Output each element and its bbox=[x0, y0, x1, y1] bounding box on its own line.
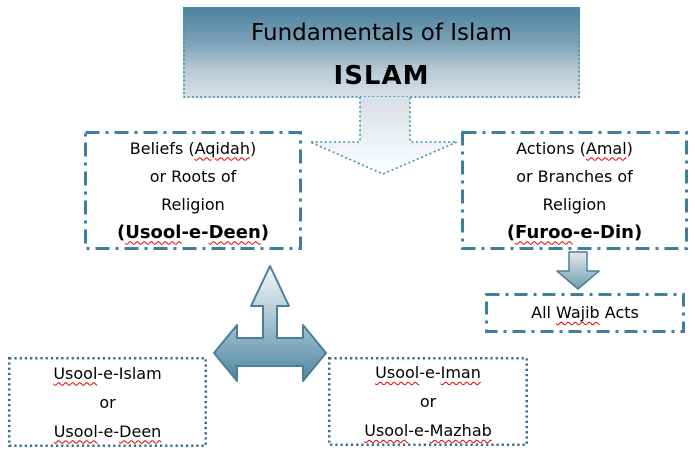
text-segment: Usool bbox=[375, 363, 420, 382]
text-segment: Actions ( bbox=[516, 138, 586, 158]
usool-iman-line-2: or bbox=[420, 387, 436, 416]
actions-line-1: Actions (Amal) bbox=[516, 135, 633, 163]
text-segment: Furoo bbox=[515, 221, 573, 243]
text-segment: Usool bbox=[53, 363, 98, 383]
actions-box: Actions (Amal) or Branches of Religion (… bbox=[461, 131, 688, 250]
text-segment: -e- bbox=[97, 421, 120, 441]
wajib-acts-box: All Wajib Acts bbox=[485, 293, 685, 333]
down-arrow-icon bbox=[309, 97, 458, 175]
beliefs-line-3: Religion bbox=[161, 191, 225, 219]
usool-iman-line-1: Usool-e-Iman bbox=[375, 358, 481, 387]
text-segment: Aqidah bbox=[194, 138, 250, 158]
beliefs-line-4: (Usool-e-Deen) bbox=[117, 219, 269, 247]
text-segment: ) bbox=[626, 138, 633, 158]
actions-line-4: (Furoo-e-Din) bbox=[507, 219, 642, 247]
beliefs-line-2: or Roots of bbox=[150, 163, 237, 191]
text-segment: or Roots of bbox=[149, 166, 237, 186]
text-segment: Religion bbox=[161, 194, 225, 214]
three-way-arrow-icon bbox=[213, 265, 327, 382]
text-segment: ( bbox=[116, 221, 126, 243]
usool-iman-box: Usool-e-Iman or Usool-e-Mazhab bbox=[328, 357, 528, 446]
text-segment: ) bbox=[249, 138, 257, 158]
usool-iman-line-3: Usool-e-Mazhab bbox=[364, 416, 492, 445]
text-segment: ) bbox=[260, 221, 270, 243]
text-segment: -e-Din) bbox=[572, 221, 643, 243]
text-segment: Religion bbox=[542, 194, 607, 214]
text-segment: Acts bbox=[599, 303, 639, 322]
text-segment: or Branches of bbox=[516, 166, 633, 186]
beliefs-line-1: Beliefs (Aqidah) bbox=[130, 135, 256, 163]
diagram-subtitle: ISLAM bbox=[333, 61, 430, 91]
text-segment: -e- bbox=[408, 421, 430, 440]
wajib-acts-label: All Wajib Acts bbox=[531, 299, 639, 327]
text-segment: All bbox=[531, 303, 557, 322]
text-segment: Wajib bbox=[556, 303, 600, 322]
text-segment: Deen bbox=[208, 221, 261, 243]
text-segment: -e- bbox=[181, 221, 209, 243]
text-segment: Usool bbox=[364, 421, 409, 440]
text-segment: ( bbox=[506, 221, 516, 243]
text-segment: Amal bbox=[585, 138, 627, 158]
diagram-title: Fundamentals of Islam bbox=[251, 20, 512, 46]
usool-islam-line-1: Usool-e-Islam bbox=[53, 359, 161, 388]
actions-line-2: or Branches of bbox=[516, 163, 633, 191]
text-segment: -e-Islam bbox=[97, 363, 162, 383]
text-segment: Deen bbox=[119, 421, 162, 441]
text-segment: Iman bbox=[440, 363, 481, 382]
text-segment: Mazhab bbox=[429, 421, 492, 440]
actions-line-3: Religion bbox=[543, 191, 607, 219]
text-segment: or bbox=[99, 392, 116, 412]
small-down-arrow-icon bbox=[556, 251, 600, 290]
text-segment: Usool bbox=[53, 421, 98, 441]
usool-islam-line-2: or bbox=[99, 388, 115, 417]
text-segment: Usool bbox=[125, 221, 182, 243]
usool-islam-line-3: Usool-e-Deen bbox=[54, 417, 162, 446]
text-segment: Beliefs ( bbox=[129, 138, 195, 158]
main-title-box: Fundamentals of Islam ISLAM bbox=[183, 7, 580, 98]
beliefs-box: Beliefs (Aqidah) or Roots of Religion (U… bbox=[84, 131, 302, 250]
usool-islam-box: Usool-e-Islam or Usool-e-Deen bbox=[8, 357, 207, 447]
text-segment: or bbox=[419, 392, 437, 411]
text-segment: -e- bbox=[419, 363, 441, 382]
